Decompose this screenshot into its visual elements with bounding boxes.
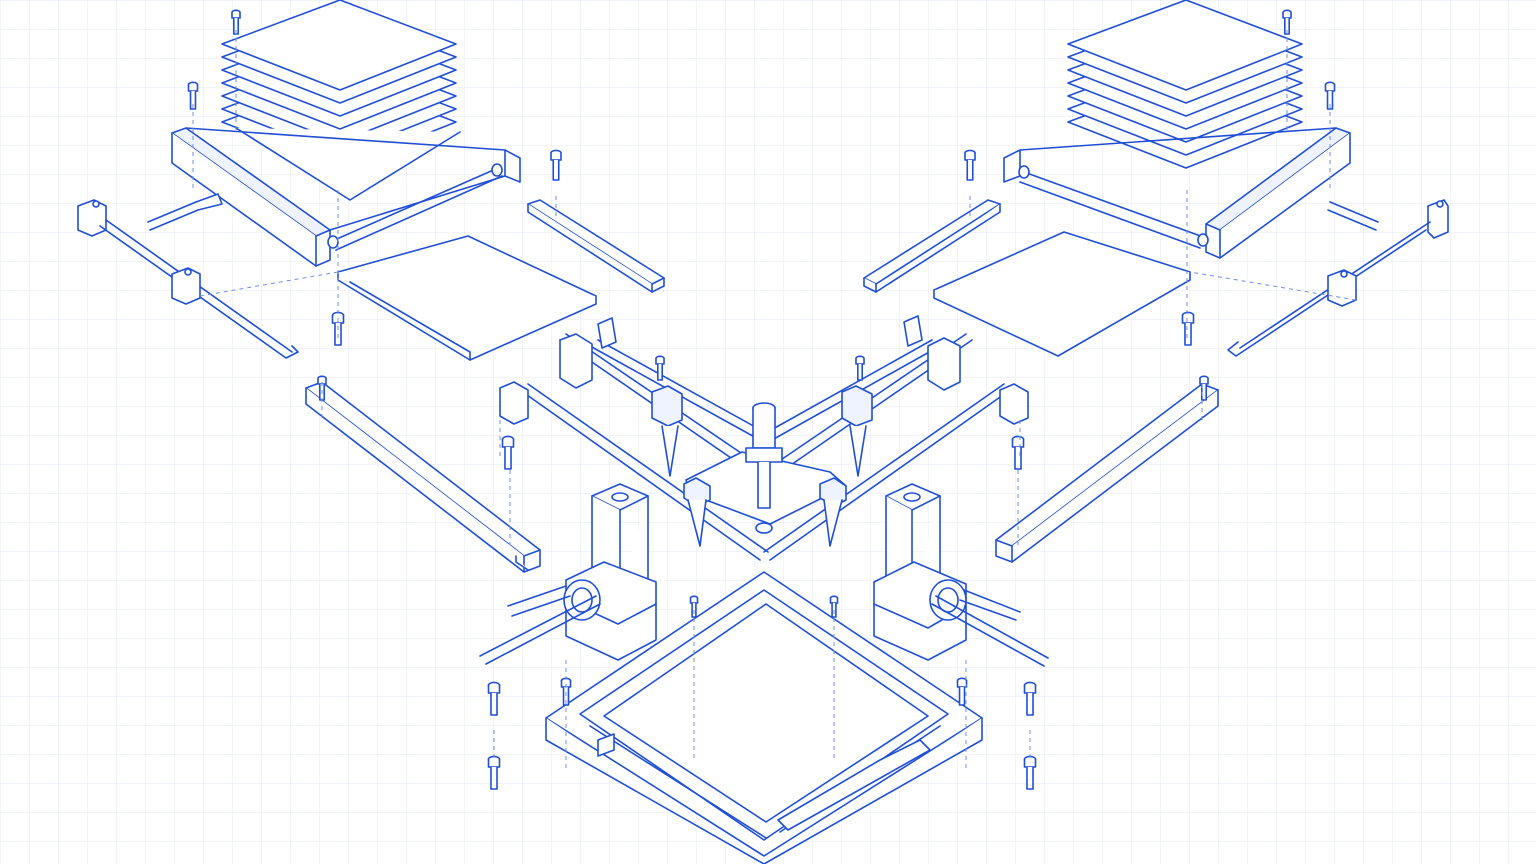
bolt-4 (1324, 81, 1336, 110)
lead-screw-right-lower (1327, 269, 1357, 307)
lead-screw-left-lower (171, 267, 201, 305)
bolt-19 (487, 755, 501, 790)
carriage-block-right (903, 315, 1029, 425)
alignment-lines (192, 30, 1357, 770)
bolt-14 (855, 355, 865, 381)
feed-plate-left (337, 235, 597, 361)
bolt-5 (550, 149, 562, 181)
paper-stack-right (1067, 0, 1303, 169)
output-tray (545, 571, 983, 864)
cutting-blade-1 (651, 385, 683, 477)
bolt-11 (501, 435, 515, 470)
paper-sheet-left-1 (221, 0, 457, 91)
cutting-blade-2 (841, 385, 873, 477)
clamp-bar-right (1003, 127, 1351, 259)
motor-column-left (479, 483, 657, 665)
bolt-16 (956, 677, 968, 706)
bolt-18 (1023, 681, 1037, 716)
clamp-bar-left (171, 127, 521, 267)
cutting-blade-4 (819, 477, 847, 547)
bolt-3 (187, 81, 199, 110)
bolt-13 (655, 355, 665, 381)
bolt-12 (1011, 435, 1025, 470)
stack-frame-left (235, 127, 461, 201)
bolt-1 (231, 9, 241, 35)
paper-stack-left (221, 0, 461, 201)
bolt-8 (1181, 311, 1195, 346)
paper-sheet-right-1 (1067, 0, 1303, 91)
motor-column-right (873, 483, 1049, 667)
bolt-10 (1199, 375, 1209, 401)
cutting-blade-3 (683, 477, 711, 547)
bolt-9 (317, 375, 327, 401)
bolt-17 (487, 681, 501, 716)
spindle (745, 402, 783, 534)
scale-ruler-right (863, 199, 1001, 293)
guide-rail-left (305, 381, 541, 573)
bolt-21 (689, 595, 699, 618)
scale-ruler-left (527, 199, 665, 293)
bolt-22 (829, 595, 839, 618)
bolt-6 (964, 149, 976, 181)
guide-rail-right (995, 383, 1219, 563)
bolt-20 (1023, 755, 1037, 790)
carriage-block-left (499, 317, 617, 425)
